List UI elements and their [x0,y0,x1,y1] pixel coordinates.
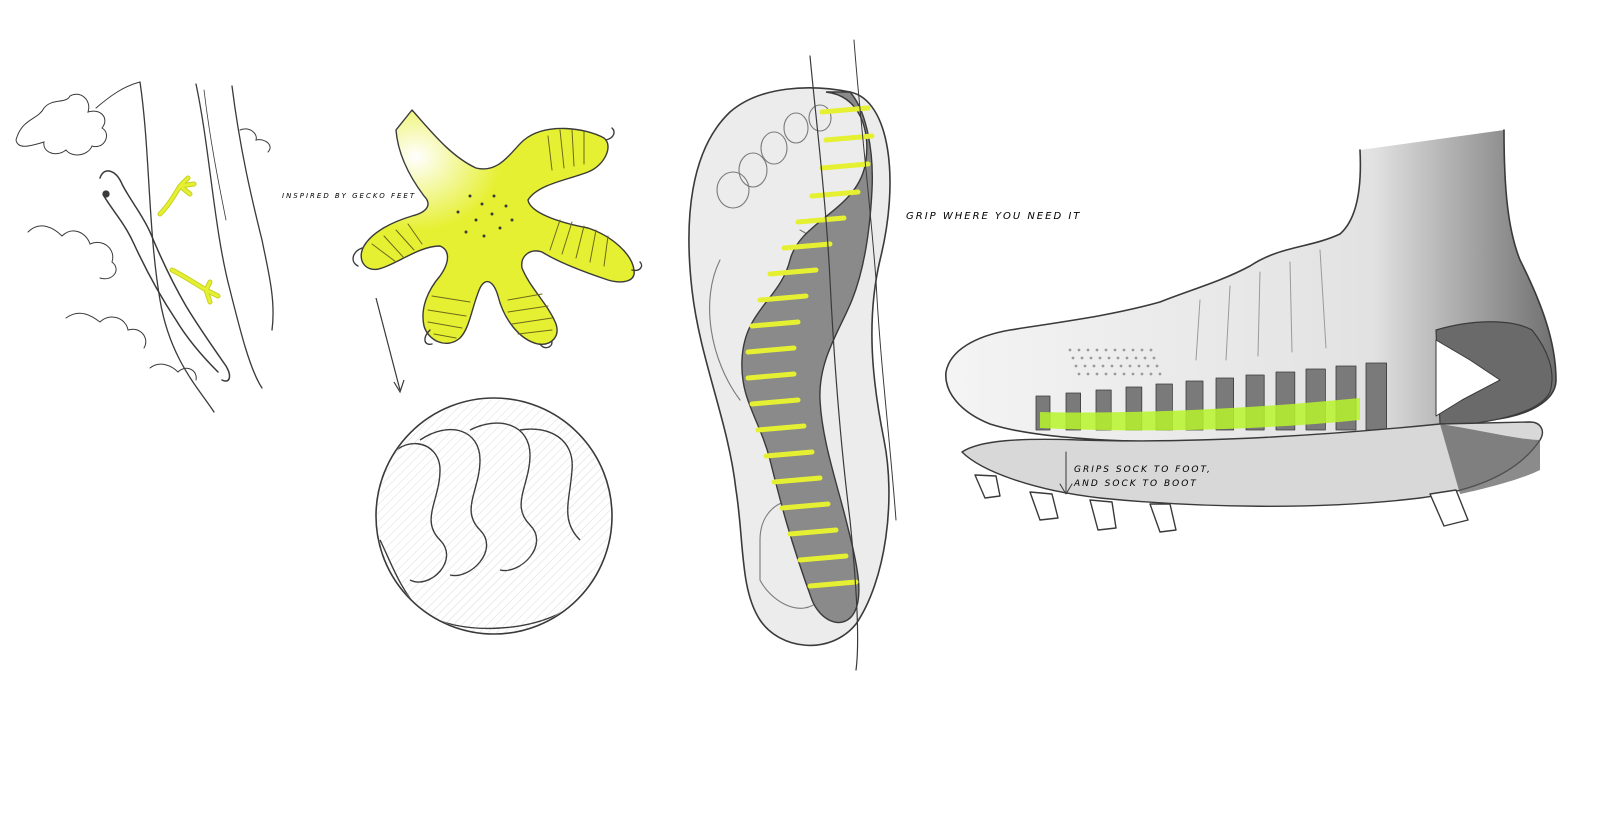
insole-grip-stripe [781,241,833,251]
insole-grip-stripe [745,345,797,355]
perforation-dot [1149,348,1153,352]
insole-grip-stripe [757,293,809,303]
perforation-dot [1119,364,1123,368]
perforation-dot [1086,348,1090,352]
insole-grip-stripe [745,371,797,381]
perforation-dot [1101,364,1105,368]
perforation-dot [1146,364,1150,368]
perforation-dot [1155,364,1159,368]
insole-grip-stripe [797,553,849,563]
perforation-dot [1074,364,1078,368]
insole-grip-stripe [755,423,807,433]
gecko-on-tree-sketch [15,81,274,413]
gecko-toe-detail-sketch [375,397,613,635]
insole-grip-stripe [771,475,823,485]
perforation-dot [1071,356,1075,360]
perforation-dot [1092,364,1096,368]
perforation-dot [1104,372,1108,376]
insole-grip-stripe [749,319,801,329]
gecko-foot-sketch [352,109,643,349]
insole-grip-stripe [787,527,839,537]
insole-grip-stripe [795,215,847,225]
perforation-dot [1068,348,1072,352]
perforation-dot [1113,372,1117,376]
perforation-dot [1137,364,1141,368]
insole-grip-stripe [819,161,871,171]
perforation-dot [1122,348,1126,352]
perforation-dot [1095,372,1099,376]
grip-where-you-need-it-note: GRIP WHERE YOU NEED IT [906,211,1081,222]
perforation-dot [1107,356,1111,360]
grip-sock-note-line1: GRIPS SOCK TO FOOT, [1074,465,1212,475]
perforation-dot [1110,364,1114,368]
insole-grip-stripe [749,397,801,407]
perforation-dot [1113,348,1117,352]
gecko-inspiration-note: INSPIRED BY GECKO FEET [282,192,416,200]
perforation-dot [1149,372,1153,376]
insole-grip-sketch [688,39,897,671]
perforation-dot [1077,372,1081,376]
insole-grip-stripe [767,267,819,277]
perforation-dot [1158,372,1162,376]
insole-grip-stripe [763,449,815,459]
insole-grip-stripe [809,189,861,199]
perforation-dot [1098,356,1102,360]
perforation-dot [1143,356,1147,360]
perforation-dot [1086,372,1090,376]
perforation-dot [1128,364,1132,368]
perforation-dot [1077,348,1081,352]
perforation-dot [1152,356,1156,360]
arrow-down-icon [375,297,405,394]
perforation-dot [1116,356,1120,360]
perforation-dot [1140,348,1144,352]
perforation-dot [1134,356,1138,360]
insole-grip-stripes [745,105,875,589]
boot-grip-column [1365,362,1388,431]
perforation-dot [1125,356,1129,360]
perforation-dot [1131,372,1135,376]
insole-grip-stripe [823,133,875,143]
perforation-dot [1095,348,1099,352]
perforation-dot [1122,372,1126,376]
perforation-dot [1104,348,1108,352]
perforation-dot [1140,372,1144,376]
grip-sock-note-line2: AND SOCK TO BOOT [1073,479,1198,489]
perforation-dot [1131,348,1135,352]
boot-side-view-sketch [945,129,1557,533]
perforation-dot [1089,356,1093,360]
perforation-dot [1080,356,1084,360]
insole-grip-stripe [779,501,831,511]
perforation-dot [1083,364,1087,368]
insole-grip-stripe [807,579,859,589]
